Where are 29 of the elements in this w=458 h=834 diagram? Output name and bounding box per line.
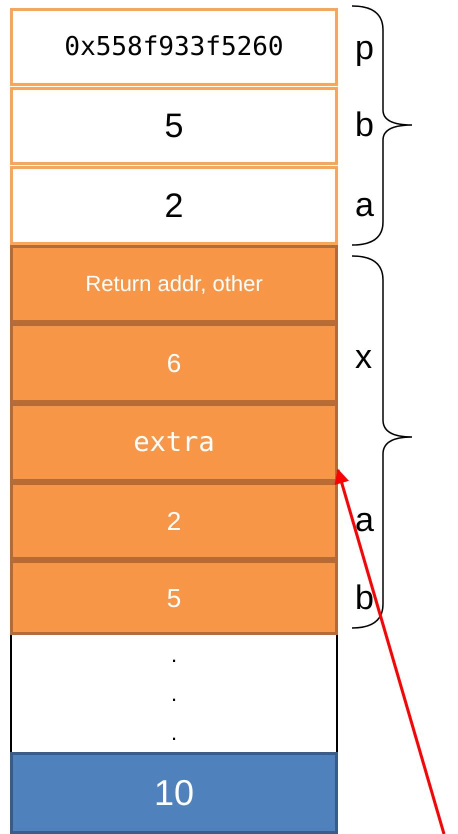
cell-text: 6	[166, 350, 182, 376]
stack-cell	[10, 560, 338, 635]
cell-text: extra	[133, 429, 215, 456]
stack-cell	[10, 245, 338, 323]
variable-label: x	[355, 340, 372, 374]
stack-cell	[10, 752, 338, 834]
stack-cell	[10, 8, 338, 86]
stack-gap-box	[10, 635, 338, 752]
cell-text: 0x558f933f5260	[64, 34, 284, 60]
cell-text: Return addr, other	[85, 273, 263, 295]
cell-text: 5	[166, 584, 182, 610]
stack-cell	[10, 482, 338, 560]
cell-text: 5	[164, 109, 184, 143]
variable-label: a	[355, 188, 374, 222]
cell-text: 2	[166, 508, 182, 534]
cell-text: .	[170, 682, 178, 704]
variable-label: p	[355, 31, 374, 65]
stack-cell	[10, 323, 338, 403]
stack-cell	[10, 87, 338, 165]
cell-text: 10	[154, 775, 194, 811]
variable-label: b	[355, 581, 374, 615]
cell-text: .	[170, 644, 178, 666]
variable-label: a	[355, 503, 374, 537]
variable-label: b	[355, 108, 374, 142]
stack-cell	[10, 166, 338, 245]
cell-text: .	[170, 722, 178, 744]
stack-cell	[10, 403, 338, 482]
pointer-arrow	[334, 468, 446, 834]
cell-text: 2	[164, 188, 184, 222]
